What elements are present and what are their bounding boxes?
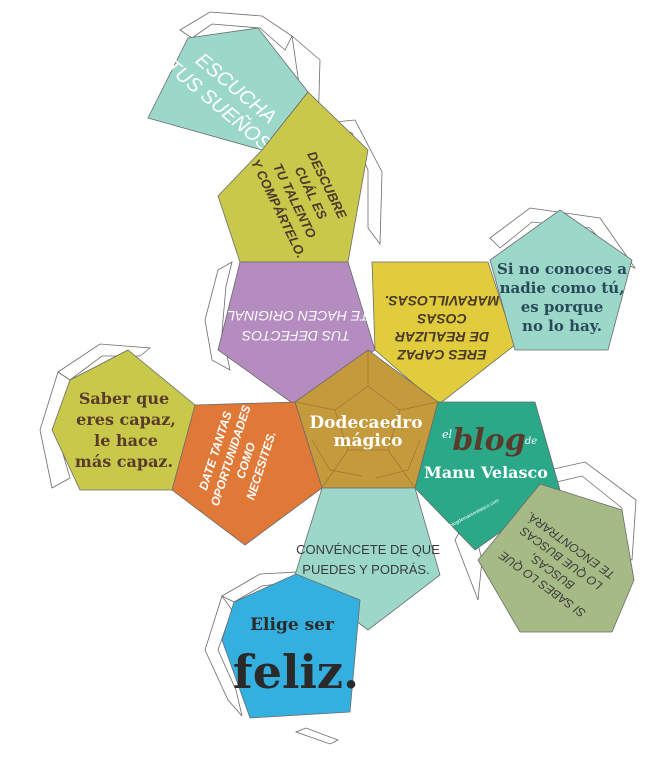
center-line2: mágico bbox=[333, 431, 402, 451]
face-date: DATE TANTAS OPORTUNIDADES COMO NECESITES… bbox=[171, 401, 323, 546]
elige-line2: feliz. bbox=[233, 645, 359, 699]
convencete-line2: PUEDES Y PODRÁS. bbox=[302, 562, 429, 577]
face-elige: Elige ser feliz. bbox=[221, 573, 361, 719]
face-saber: Saber que eres capaz, le hace más capaz. bbox=[51, 349, 196, 491]
saber-line2: eres capaz, bbox=[76, 410, 176, 429]
blog-name: Manu Velasco bbox=[424, 463, 548, 482]
face-sisabes: SI SABES LO QUE BUSCAS, LO QUE BUSCAS TE… bbox=[477, 483, 635, 633]
face-elige-shape bbox=[221, 573, 361, 719]
center-line1: Dodecaedro bbox=[309, 413, 422, 433]
eres-line2: DE REALIZAR bbox=[394, 329, 489, 345]
noconoces-line3: es porque bbox=[521, 298, 604, 316]
face-noconoces-shape bbox=[489, 209, 633, 351]
blog-de: de bbox=[525, 436, 537, 447]
saber-line4: más capaz. bbox=[75, 452, 173, 471]
convencete-line1: CONVÉNCETE DE QUE bbox=[296, 542, 440, 557]
face-noconoces: Si no conoces a nadie como tú, es porque… bbox=[489, 209, 633, 351]
center-net-pattern bbox=[294, 350, 439, 489]
eres-line1: ERES CAPAZ bbox=[397, 347, 487, 363]
defectos-line2: TE HACEN ORIGINAL. bbox=[223, 308, 368, 324]
saber-line3: le hace bbox=[94, 431, 158, 450]
face-defectos: TUS DEFECTOS TE HACEN ORIGINAL. bbox=[217, 261, 376, 406]
blog-word: blog bbox=[452, 423, 525, 458]
noconoces-line4: no lo hay. bbox=[522, 317, 602, 335]
defectos-line1: TUS DEFECTOS bbox=[241, 328, 350, 344]
face-date-shape bbox=[171, 401, 323, 546]
elige-line1: Elige ser bbox=[250, 615, 335, 635]
noconoces-line2: nadie como tú, bbox=[500, 279, 625, 297]
face-sisabes-shape bbox=[477, 483, 635, 633]
face-descubre: DESCUBRE CUÁL ES TU TALENTO Y COMPÁRTELO… bbox=[217, 91, 369, 263]
face-center: Dodecaedro mágico bbox=[294, 349, 439, 489]
noconoces-line1: Si no conoces a bbox=[497, 260, 627, 278]
blog-el: el bbox=[442, 428, 453, 441]
saber-line1: Saber que bbox=[79, 389, 169, 408]
face-eres: ERES CAPAZ DE REALIZAR COSAS MARAVILLOSA… bbox=[371, 261, 516, 406]
eres-line3: COSAS bbox=[416, 311, 466, 327]
eres-line4: MARAVILLOSAS. bbox=[385, 293, 500, 309]
